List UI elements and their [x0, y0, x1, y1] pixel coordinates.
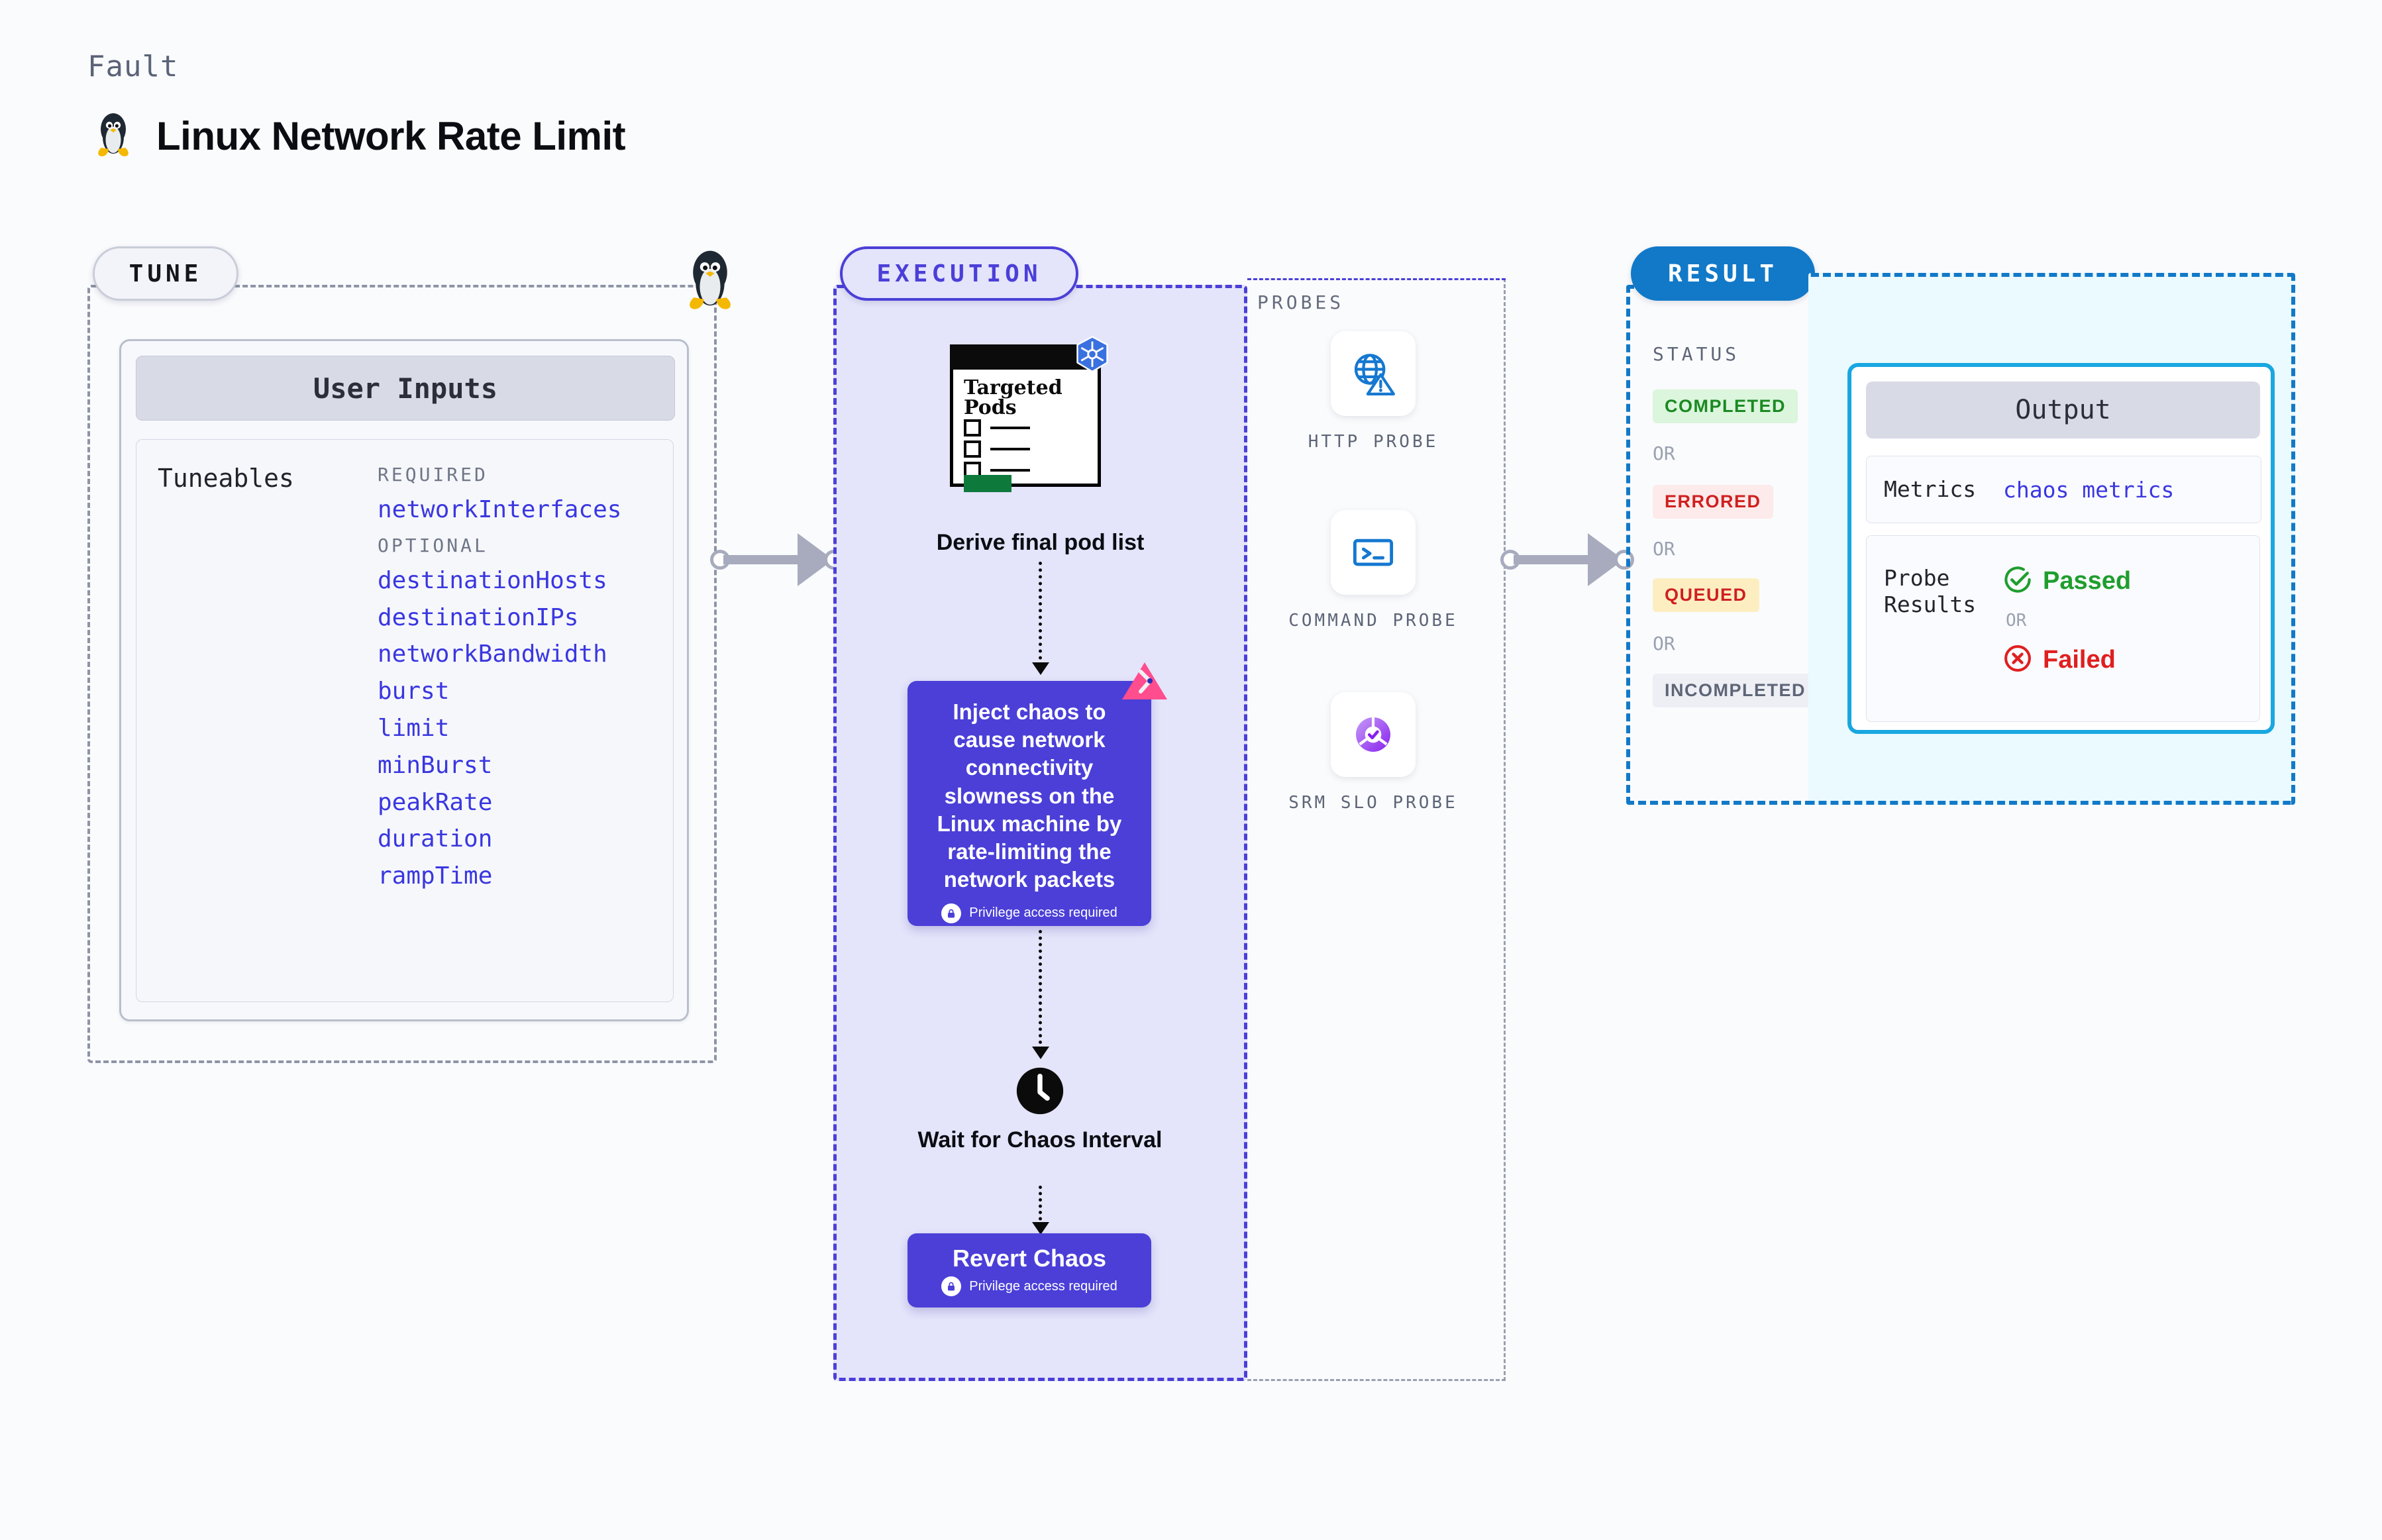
- user-inputs-card: User Inputs Tuneables REQUIRED networkIn…: [119, 339, 689, 1021]
- checkbox-icon: [964, 440, 981, 458]
- derive-pod-list-caption: Derive final pod list: [936, 530, 1145, 555]
- probes-label: PROBES: [1257, 291, 1345, 313]
- tuneable-minburst[interactable]: minBurst: [378, 751, 493, 779]
- tuneable-duration[interactable]: duration: [378, 825, 493, 853]
- privilege-note-text: Privilege access required: [969, 1278, 1117, 1294]
- tuneables-panel: Tuneables REQUIRED networkInterfaces OPT…: [136, 439, 674, 1002]
- tuneables-list: REQUIRED networkInterfaces OPTIONAL dest…: [378, 454, 662, 901]
- status-badge-incompleted: INCOMPLETED: [1653, 674, 1818, 707]
- connector-node-end: [1614, 550, 1634, 570]
- pod-card-topbar: [950, 344, 1101, 370]
- metrics-value[interactable]: chaos metrics: [2003, 476, 2175, 503]
- or-separator: OR: [2006, 611, 2027, 631]
- connector-bar: [723, 555, 816, 564]
- status-label: STATUS: [1653, 343, 1740, 365]
- terminal-icon: [1331, 510, 1416, 595]
- probe-srm-slo[interactable]: SRM SLO PROBE: [1274, 692, 1473, 815]
- revert-chaos-title: Revert Chaos: [952, 1245, 1107, 1272]
- probe-results-key: Probe Results: [1884, 565, 1977, 617]
- probe-http[interactable]: HTTP PROBE: [1274, 331, 1473, 454]
- probe-results-row: Probe Results Passed OR: [1866, 535, 2260, 722]
- flow-arrowhead-1: [1032, 662, 1049, 675]
- probe-command-label: COMMAND PROBE: [1288, 611, 1458, 631]
- group-title-required: REQUIRED: [378, 464, 488, 486]
- execution-pill-label: EXECUTION: [840, 246, 1078, 301]
- probes-region-top-border: [1247, 278, 1506, 1381]
- probes-region: [1247, 278, 1506, 1381]
- clock-icon: [1015, 1066, 1064, 1115]
- kubernetes-icon: [1072, 336, 1112, 376]
- flow-arrowhead-3: [1032, 1222, 1049, 1235]
- status-badge-queued: QUEUED: [1653, 578, 1759, 612]
- pod-list-item: [964, 419, 1030, 436]
- probe-command[interactable]: COMMAND PROBE: [1274, 510, 1473, 633]
- result-pill-label: RESULT: [1631, 246, 1815, 301]
- output-card: Output Metrics chaos metrics Probe Resul…: [1847, 363, 2275, 734]
- wait-for-chaos-caption: Wait for Chaos Interval: [917, 1127, 1163, 1153]
- checkbox-icon: [964, 419, 981, 436]
- tuneables-label: Tuneables: [158, 464, 294, 493]
- flow-arrow-2: [1039, 930, 1042, 1051]
- tuneable-networkbandwidth[interactable]: networkBandwidth: [378, 641, 607, 668]
- flow-arrowhead-2: [1032, 1047, 1049, 1059]
- probe-result-failed-label: Failed: [2043, 646, 2116, 674]
- metrics-row: Metrics chaos metrics: [1866, 456, 2261, 523]
- page-title: Linux Network Rate Limit: [156, 114, 626, 158]
- tune-region: [87, 285, 717, 1063]
- probe-results-values: Passed OR Failed: [2003, 565, 2131, 676]
- pod-line: [990, 469, 1030, 472]
- check-circle-icon: [2003, 565, 2032, 597]
- inject-chaos-step: Inject chaos to cause network connectivi…: [907, 662, 1167, 926]
- lock-icon: [941, 1276, 962, 1296]
- lock-icon: [941, 903, 962, 923]
- tuneable-destinationips[interactable]: destinationIPs: [378, 603, 579, 631]
- output-title: Output: [1866, 382, 2260, 438]
- tuneable-ramptime[interactable]: rampTime: [378, 862, 493, 890]
- tuneable-networkinterfaces[interactable]: networkInterfaces: [378, 496, 622, 523]
- tuneable-peakrate[interactable]: peakRate: [378, 788, 493, 816]
- tuneable-limit[interactable]: limit: [378, 714, 450, 742]
- targeted-pods-card: Targeted Pods: [950, 336, 1108, 492]
- linux-penguin-icon: [682, 245, 738, 314]
- privilege-note: Privilege access required: [925, 903, 1134, 923]
- probe-result-failed: Failed: [2003, 644, 2131, 676]
- pod-list-item: [964, 440, 1030, 458]
- x-circle-icon: [2003, 644, 2032, 676]
- pod-line: [990, 448, 1030, 450]
- probe-srm-slo-label: SRM SLO PROBE: [1288, 793, 1458, 813]
- user-inputs-title: User Inputs: [136, 356, 675, 421]
- or-separator: OR: [1653, 633, 1675, 654]
- status-badge-completed: COMPLETED: [1653, 389, 1798, 423]
- revert-chaos-step: Revert Chaos Privilege access required: [907, 1233, 1151, 1308]
- or-separator: OR: [1653, 442, 1675, 464]
- privilege-note-text: Privilege access required: [969, 905, 1117, 921]
- tune-pill-label: TUNE: [93, 246, 238, 301]
- litmus-logo-icon: [1121, 661, 1168, 702]
- slo-donut-check-icon: [1331, 692, 1416, 777]
- or-separator: OR: [1653, 538, 1675, 560]
- inject-chaos-text: Inject chaos to cause network connectivi…: [937, 699, 1122, 892]
- probe-result-passed-label: Passed: [2043, 567, 2132, 595]
- linux-penguin-icon: [93, 109, 134, 163]
- group-title-optional: OPTIONAL: [378, 534, 488, 556]
- page-title-row: Linux Network Rate Limit: [93, 109, 626, 163]
- pod-progress-bar: [964, 475, 1011, 492]
- status-badge-errored: ERRORED: [1653, 485, 1773, 519]
- tuneable-destinationhosts[interactable]: destinationHosts: [378, 566, 607, 594]
- pod-card-title: Targeted Pods: [964, 376, 1062, 419]
- metrics-key: Metrics: [1884, 476, 1977, 503]
- flow-arrow-1: [1039, 562, 1042, 666]
- probe-http-label: HTTP PROBE: [1308, 432, 1439, 452]
- page-eyebrow: Fault: [87, 50, 179, 83]
- connector-bar: [1514, 555, 1606, 564]
- flow-arrow-3: [1039, 1186, 1042, 1227]
- globe-warning-icon: [1331, 331, 1416, 416]
- pod-line: [990, 427, 1030, 429]
- privilege-note: Privilege access required: [941, 1276, 1117, 1296]
- tuneable-burst[interactable]: burst: [378, 678, 450, 705]
- probe-result-passed: Passed: [2003, 565, 2131, 597]
